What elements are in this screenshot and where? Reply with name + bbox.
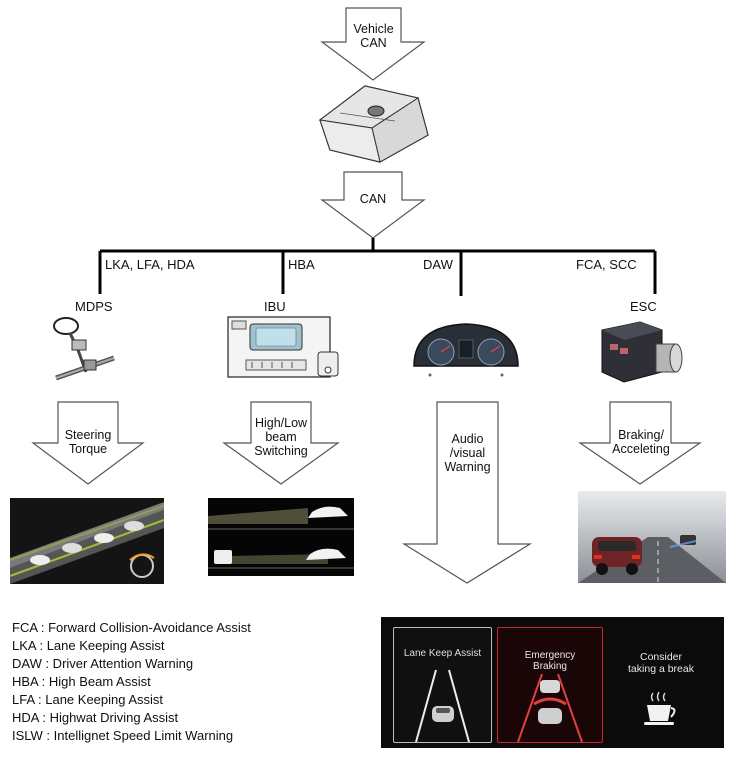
branch-label-fca-scc: FCA, SCC	[576, 257, 637, 272]
branch-label-lka-lfa-hda: LKA, LFA, HDA	[105, 257, 195, 272]
legend-item-islw: ISLW : Intellignet Speed Limit Warning	[12, 728, 234, 743]
panel-emergency-braking: Emergency Braking	[497, 627, 603, 743]
legend-item-lka: LKA : Lane Keeping Assist	[12, 638, 165, 653]
can-arrow	[320, 171, 426, 239]
braking-accelerating-label: Braking/ Acceleting	[612, 428, 670, 456]
ibu-unit-icon	[227, 316, 339, 378]
panel-consider-break: Consider taking a break	[607, 627, 715, 741]
braking-accelerating-arrow	[578, 401, 702, 485]
steering-rack-icon	[53, 317, 115, 381]
module-label-ibu: IBU	[264, 299, 286, 314]
legend-item-fca: FCA : Forward Collision-Avoidance Assist	[12, 620, 251, 635]
lane-keeping-scene-image	[10, 498, 164, 584]
module-label-mdps: MDPS	[75, 299, 113, 314]
audio-visual-warning-label: Audio /visual Warning	[444, 432, 491, 474]
beam-switching-arrow	[222, 401, 340, 485]
vehicle-can-label: Vehicle CAN	[353, 22, 394, 50]
coffee-cup-icon	[644, 691, 676, 725]
module-label-esc: ESC	[630, 299, 657, 314]
acronym-legend: FCA : Forward Collision-Avoidance Assist…	[12, 619, 251, 745]
cluster-warning-display: Lane Keep Assist Emergency Braking Consi…	[381, 617, 724, 748]
audio-visual-warning-arrow	[401, 401, 533, 584]
legend-item-hba: HBA : High Beam Assist	[12, 674, 151, 689]
panel-lane-keep-assist-title: Lane Keep Assist	[403, 648, 482, 659]
emergency-braking-scene-image	[578, 491, 726, 583]
legend-item-daw: DAW : Driver Attention Warning	[12, 656, 194, 671]
esc-unit-icon	[601, 321, 683, 383]
vehicle-can-arrow	[320, 7, 426, 81]
panel-emergency-braking-title: Emergency Braking	[524, 650, 576, 672]
legend-item-hda: HDA : Highwat Driving Assist	[12, 710, 179, 725]
branch-label-hba: HBA	[288, 257, 315, 272]
high-beam-scene-image	[208, 498, 354, 576]
can-label: CAN	[359, 192, 387, 206]
branch-label-daw: DAW	[423, 257, 453, 272]
beam-switching-label: High/Low beam Switching	[254, 416, 308, 458]
front-camera-ecu-icon	[318, 85, 429, 163]
lane-keep-graphic-icon	[415, 669, 470, 742]
legend-item-lfa: LFA : Lane Keeping Assist	[12, 692, 164, 707]
emergency-braking-graphic-icon	[517, 674, 583, 742]
panel-lane-keep-assist: Lane Keep Assist	[393, 627, 492, 743]
steering-torque-arrow	[31, 401, 145, 485]
steering-torque-label: Steering Torque	[64, 428, 112, 456]
panel-consider-break-title: Consider taking a break	[628, 651, 694, 675]
instrument-cluster-icon	[413, 323, 519, 377]
